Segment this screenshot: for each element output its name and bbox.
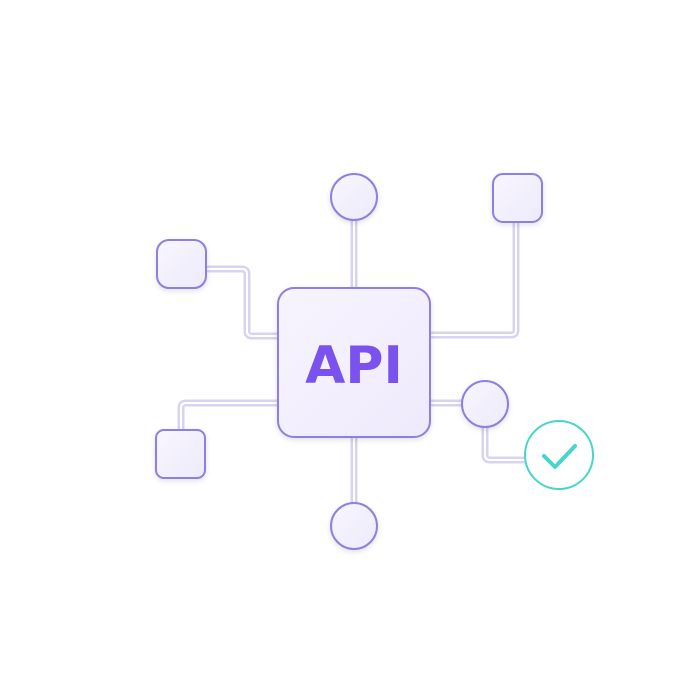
node-circle-bottom bbox=[330, 502, 378, 550]
api-hub-label: API bbox=[305, 336, 403, 396]
node-circle-top bbox=[330, 173, 378, 221]
connector-check bbox=[481, 423, 528, 464]
connector-top-right-square bbox=[426, 218, 520, 339]
node-square-left-bottom bbox=[155, 429, 206, 479]
check-mark bbox=[542, 444, 577, 469]
check-circle-icon bbox=[524, 420, 594, 490]
connector-left-bottom-square bbox=[177, 399, 283, 434]
node-square-top-right bbox=[492, 173, 543, 223]
nodes bbox=[155, 173, 543, 550]
api-hub: API bbox=[277, 287, 431, 438]
connectors bbox=[177, 216, 528, 507]
connector-left-top-square bbox=[202, 265, 283, 340]
node-circle-right bbox=[461, 380, 509, 428]
node-square-left-top bbox=[156, 239, 207, 289]
api-hub-box bbox=[277, 287, 431, 438]
